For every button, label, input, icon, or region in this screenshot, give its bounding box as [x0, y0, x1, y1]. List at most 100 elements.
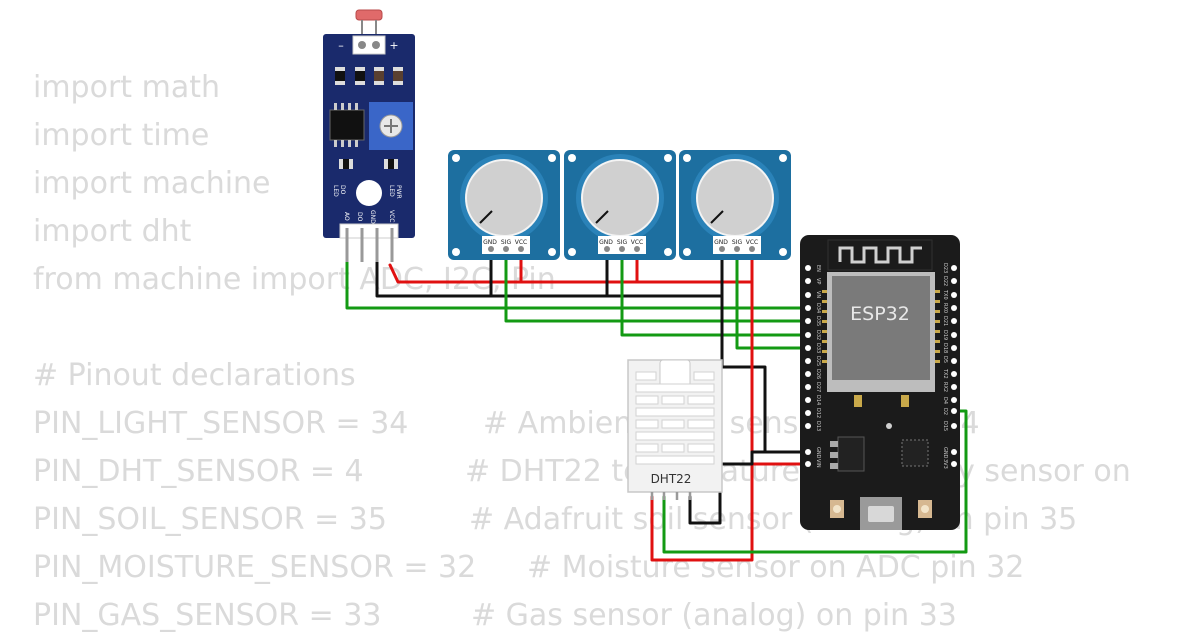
smd-pad	[335, 67, 345, 71]
svg-text:SIG: SIG	[501, 239, 512, 246]
comparator-chip	[329, 109, 365, 141]
svg-text:SIG: SIG	[617, 239, 628, 246]
wire-light-ao[interactable]	[345, 258, 810, 310]
svg-text:D27: D27	[815, 382, 821, 392]
svg-text:VP: VP	[815, 278, 821, 284]
pot-knob[interactable]	[696, 159, 774, 237]
esp32-left-pins[interactable]	[805, 265, 811, 467]
esp32-shield	[832, 276, 930, 380]
import-line: import machine	[33, 166, 271, 201]
pin-comment: # Gas sensor (analog) on pin 33	[471, 598, 957, 633]
pin-header	[339, 223, 399, 239]
svg-text:D23: D23	[942, 263, 948, 273]
svg-text:GND: GND	[599, 239, 613, 246]
svg-text:D5: D5	[942, 356, 948, 363]
do-led	[339, 159, 353, 169]
voltage-regulator	[837, 436, 865, 472]
esp32-board[interactable]: ESP32 EN VP VN D34 D	[800, 235, 960, 530]
svg-text:VN: VN	[815, 291, 821, 298]
dht-leads	[650, 492, 692, 500]
wire-light-gnd[interactable]	[375, 258, 724, 298]
minus-label: –	[338, 39, 344, 52]
smd-resistor	[393, 67, 403, 85]
ldr-pad	[372, 41, 380, 49]
svg-text:D22: D22	[942, 276, 948, 286]
svg-text:D26: D26	[815, 369, 821, 379]
svg-text:D15: D15	[942, 421, 948, 431]
smd-pad	[355, 81, 365, 85]
svg-text:D32: D32	[815, 330, 821, 340]
svg-text:D19: D19	[942, 330, 948, 340]
svg-text:D4: D4	[942, 397, 948, 404]
ldr-pad	[358, 41, 366, 49]
potentiometer-2[interactable]: GND SIG VCC	[564, 150, 676, 260]
esp32-right-pin-labels: D23 D22 TX0 RX0 D21 D19 D18 D5 TX2 RX2 D…	[942, 263, 948, 469]
svg-text:D12: D12	[815, 408, 821, 418]
svg-text:RX2: RX2	[942, 382, 948, 392]
potentiometer-3[interactable]: GND SIG VCC	[679, 150, 791, 260]
smd-pad	[393, 67, 403, 71]
pin-declaration: PIN_MOISTURE_SENSOR = 32	[33, 550, 477, 585]
wire-pot2-sig[interactable]	[620, 245, 810, 337]
pin-declaration: PIN_GAS_SENSOR = 33	[33, 598, 382, 633]
svg-text:VIN: VIN	[815, 459, 821, 468]
svg-text:D18: D18	[942, 343, 948, 353]
svg-text:VCC: VCC	[515, 239, 527, 246]
mounting-hole	[356, 180, 382, 206]
smd-resistor	[335, 67, 345, 85]
svg-text:LED: LED	[332, 185, 339, 197]
pwr-led-label: PWR	[395, 185, 402, 199]
svg-text:D34: D34	[815, 303, 821, 313]
pot-knob[interactable]	[465, 159, 543, 237]
esp32-antenna	[827, 239, 933, 271]
dht22-sensor[interactable]: DHT22	[627, 359, 723, 500]
svg-text:EN: EN	[815, 265, 821, 272]
smd-pad	[335, 81, 345, 85]
svg-text:VCC: VCC	[746, 239, 758, 246]
pin-declaration: PIN_LIGHT_SENSOR = 34	[33, 406, 409, 441]
wire-pot3-sig[interactable]	[735, 245, 810, 350]
svg-text:D2: D2	[942, 408, 948, 415]
wire-dht-data[interactable]	[662, 409, 968, 554]
smd-resistor	[374, 67, 384, 85]
smd-pad	[374, 67, 384, 71]
esp32-label: ESP32	[850, 303, 910, 325]
usb-serial-chip	[901, 439, 929, 467]
svg-text:GND: GND	[815, 447, 821, 459]
pin-label-gnd: GND	[369, 210, 376, 224]
svg-text:TX2: TX2	[942, 368, 948, 379]
svg-text:SIG: SIG	[732, 239, 743, 246]
pin-declaration: PIN_SOIL_SENSOR = 35	[33, 502, 387, 537]
svg-text:D25: D25	[815, 356, 821, 366]
module-castellations	[822, 290, 940, 363]
esp32-right-pins[interactable]	[951, 265, 957, 467]
svg-text:3V3: 3V3	[942, 459, 948, 469]
wire-light-vcc[interactable]	[388, 263, 754, 284]
ldr-head	[355, 9, 383, 21]
dht-grille	[635, 371, 715, 465]
header-pins	[345, 228, 394, 262]
potentiometer-1[interactable]: GND SIG VCC	[448, 150, 560, 260]
svg-text:D14: D14	[815, 395, 821, 405]
svg-text:RX0: RX0	[942, 303, 948, 313]
svg-text:TX0: TX0	[942, 289, 948, 300]
smd-pad	[355, 67, 365, 71]
smd-resistor	[355, 67, 365, 85]
dht-label: DHT22	[651, 472, 692, 486]
svg-text:LED: LED	[388, 185, 395, 197]
pwr-led	[384, 159, 398, 169]
svg-text:D21: D21	[942, 316, 948, 326]
svg-text:GND: GND	[942, 447, 948, 459]
smd-cap	[854, 395, 862, 407]
plus-label: +	[389, 39, 398, 52]
light-sensor-module[interactable]: – + DO LED PWR LED	[323, 9, 415, 262]
smd-cap	[901, 395, 909, 407]
pin-comment: # Moisture sensor on ADC pin 32	[527, 550, 1025, 585]
svg-text:GND: GND	[714, 239, 728, 246]
pot-knob[interactable]	[581, 159, 659, 237]
svg-text:D13: D13	[815, 421, 821, 431]
wire-pot1-sig[interactable]	[504, 245, 810, 323]
smd-pad	[374, 81, 384, 85]
